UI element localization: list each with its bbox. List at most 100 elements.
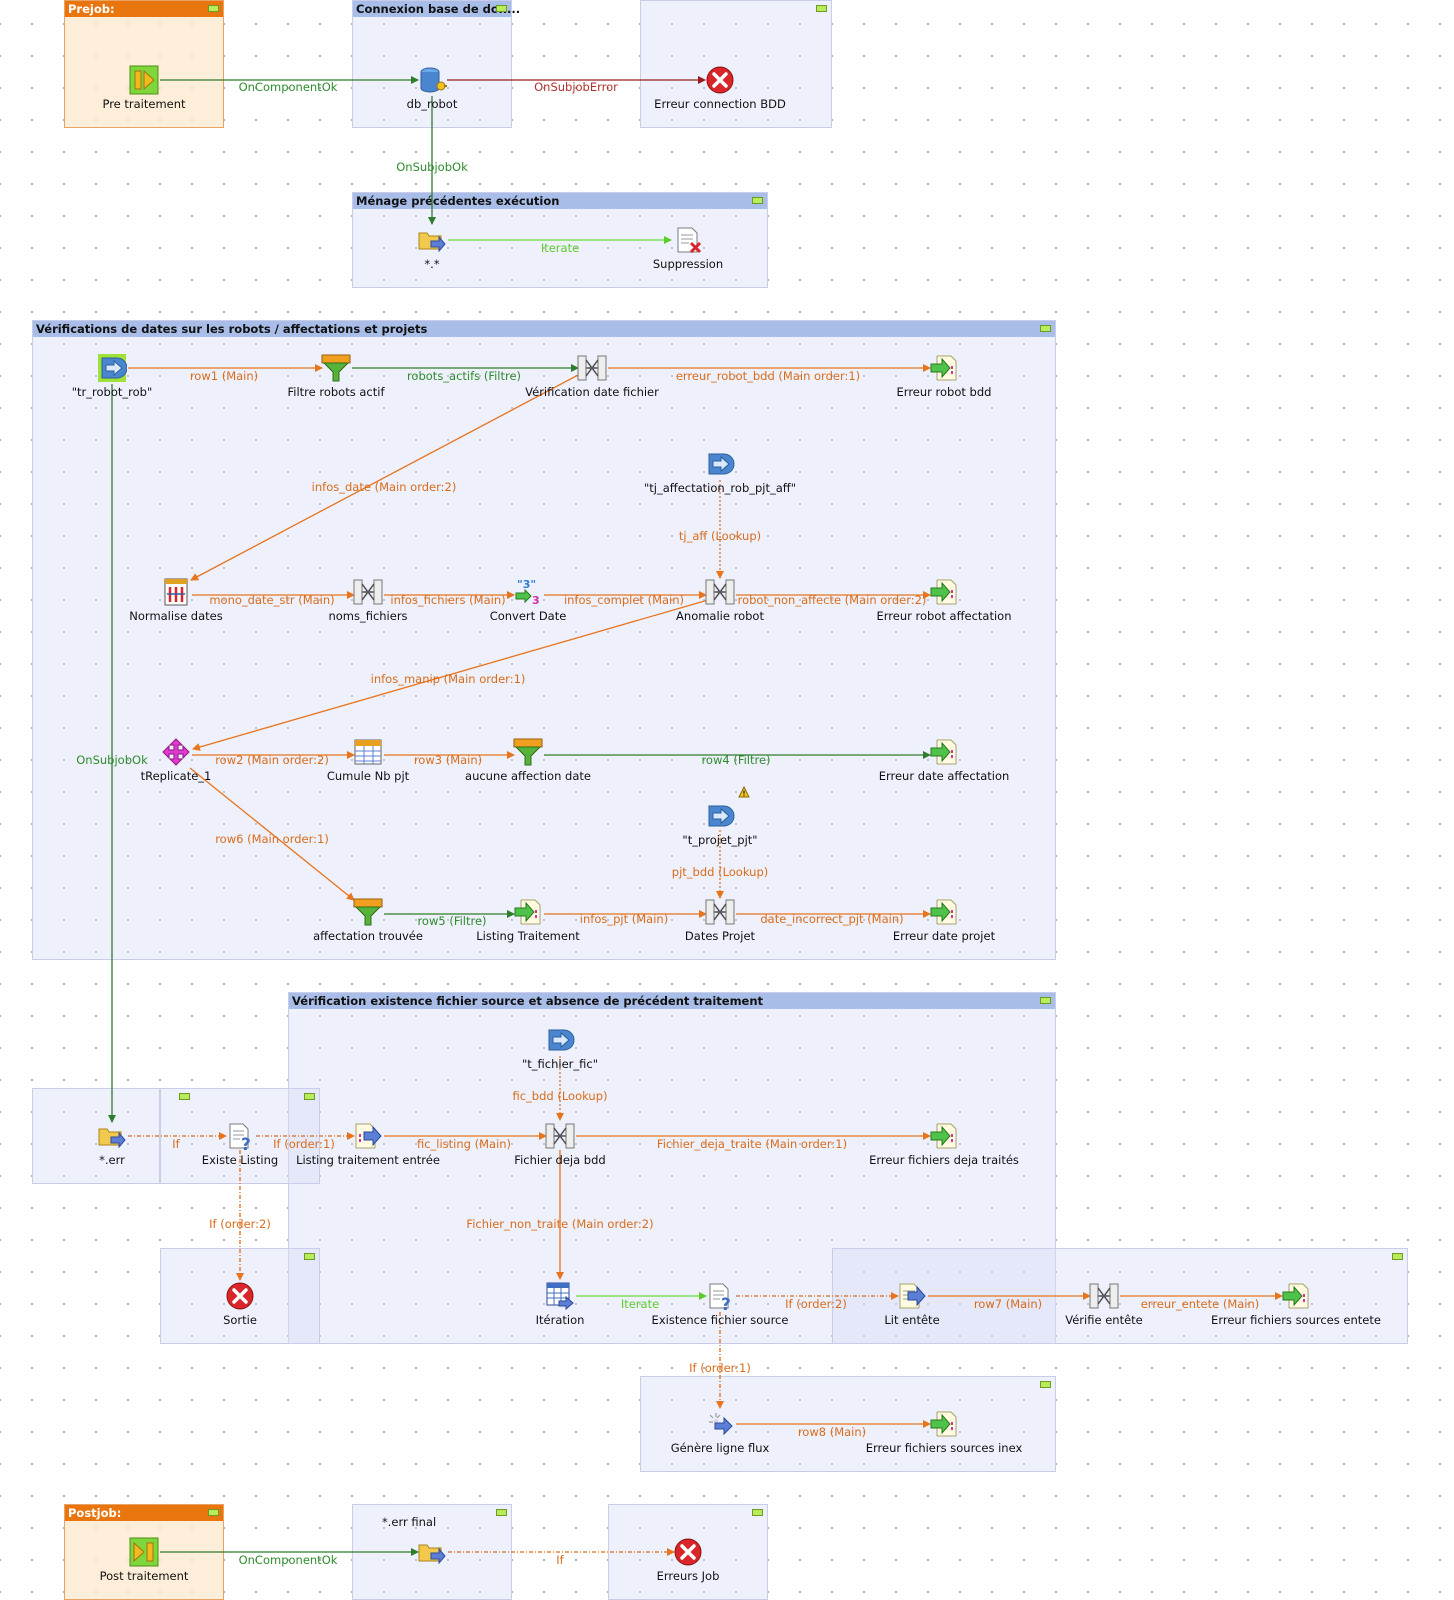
component-label: db_robot	[406, 97, 458, 111]
component-label: Vérifie entête	[1065, 1313, 1143, 1327]
link-label: infos_complet (Main)	[563, 593, 685, 607]
svg-text:3: 3	[532, 594, 540, 607]
svg-text:?: ?	[721, 1295, 731, 1311]
link-label: row6 (Main order:1)	[215, 832, 329, 846]
subjob-verif-existence[interactable]: Vérification existence fichier source et…	[288, 992, 1056, 1344]
minimize-icon[interactable]	[1040, 325, 1051, 332]
subjob-header: Vérification existence fichier source et…	[289, 993, 1055, 1009]
link-label: If (order:2)	[209, 1217, 271, 1231]
link-infos-manip	[192, 599, 709, 751]
prejob-play-icon	[129, 65, 159, 95]
database-connection-icon	[420, 67, 447, 93]
link-label: If	[556, 1553, 564, 1567]
link-row6	[189, 767, 355, 901]
subjob-erreur-connection[interactable]	[640, 0, 832, 128]
component-label: Sortie	[223, 1313, 257, 1327]
minimize-icon[interactable]	[1040, 1381, 1051, 1388]
tmap-icon	[1089, 1283, 1119, 1309]
component-label: Existe Listing	[201, 1153, 279, 1167]
link-label: infos_date (Main order:2)	[311, 480, 457, 494]
link-label: date_incorrect_pjt (Main)	[760, 912, 904, 926]
component-label: Listing traitement entrée	[296, 1153, 440, 1167]
file-input-icon	[355, 1123, 382, 1149]
link-label: erreur_robot_bdd (Main order:1)	[675, 369, 861, 383]
subjob-prejob[interactable]: Prejob:	[64, 0, 224, 128]
minimize-icon[interactable]	[208, 1509, 219, 1516]
file-output-icon	[930, 355, 957, 381]
component-label: Listing Traitement	[476, 929, 580, 943]
minimize-icon[interactable]	[496, 5, 507, 12]
folder-list-icon	[418, 232, 446, 253]
minimize-icon[interactable]	[304, 1093, 315, 1100]
minimize-icon[interactable]	[1392, 1253, 1403, 1260]
tmap-icon	[545, 1123, 575, 1149]
folder-list-icon	[98, 1128, 126, 1149]
link-label: row7 (Main)	[973, 1297, 1043, 1311]
link-label: tj_aff (Lookup)	[678, 529, 762, 543]
link-infos-date	[190, 373, 581, 581]
component-label: Erreur date projet	[892, 929, 996, 943]
minimize-icon[interactable]	[752, 1509, 763, 1516]
component-label: Fichier deja bdd	[514, 1153, 606, 1167]
link-label: Fichier_deja_traite (Main order:1)	[656, 1137, 848, 1151]
tmap-icon	[705, 579, 735, 605]
tmap-icon	[705, 899, 735, 925]
subjob-err[interactable]	[32, 1088, 160, 1184]
component-label: Post traitement	[99, 1569, 189, 1583]
convert-type-icon: "3"3	[515, 578, 540, 607]
component-label: Erreurs Job	[656, 1569, 720, 1583]
link-label: row4 (Filtre)	[701, 753, 771, 767]
subjob-title: Prejob:	[68, 2, 115, 16]
component-label: "tj_affectation_rob_pjt_aff"	[643, 481, 797, 495]
component-label: "tr_robot_rob"	[71, 385, 153, 399]
link-label: fic_listing (Main)	[416, 1137, 512, 1151]
component-label: *.err final	[382, 1515, 437, 1529]
subjob-verif-dates[interactable]: Vérifications de dates sur les robots / …	[32, 320, 1056, 960]
minimize-icon[interactable]	[816, 5, 827, 12]
link-label: row3 (Main)	[413, 753, 483, 767]
minimize-icon[interactable]	[752, 197, 763, 204]
replicate-icon	[162, 738, 190, 766]
component-label: Erreur date affectation	[878, 769, 1010, 783]
file-output-icon	[930, 1123, 957, 1149]
file-output-icon	[930, 579, 957, 605]
link-label: Iterate	[540, 241, 580, 255]
component-label: Erreur fichiers sources entete	[1211, 1313, 1381, 1327]
link-label: row5 (Filtre)	[417, 914, 487, 928]
link-label: OnComponentOk	[238, 80, 338, 94]
subjob-header: Postjob:	[65, 1505, 223, 1521]
file-output-icon	[514, 899, 541, 925]
link-label: row1 (Main)	[189, 369, 259, 383]
component-label: Existence fichier source	[651, 1313, 789, 1327]
link-label: erreur_entete (Main)	[1140, 1297, 1260, 1311]
minimize-icon[interactable]	[304, 1253, 315, 1260]
subjob-title: Vérification existence fichier source et…	[292, 994, 764, 1008]
component-label: tReplicate_1	[140, 769, 212, 783]
component-label: Erreur fichiers sources inex	[865, 1441, 1023, 1455]
link-label: If (order:1)	[273, 1137, 335, 1151]
minimize-icon[interactable]	[1040, 997, 1051, 1004]
minimize-icon[interactable]	[179, 1093, 190, 1100]
component-label: Anomalie robot	[676, 609, 764, 623]
component-label: affectation trouvée	[313, 929, 423, 943]
link-label: fic_bdd (Lookup)	[512, 1089, 608, 1103]
link-label: row2 (Main order:2)	[215, 753, 329, 767]
warning-icon	[738, 786, 750, 798]
link-label: OnSubjobOk	[76, 753, 148, 767]
minimize-icon[interactable]	[496, 1509, 507, 1516]
component-label: Erreur robot affectation	[876, 609, 1012, 623]
file-exist-icon: ?	[229, 1123, 251, 1151]
normalize-icon	[164, 578, 188, 606]
component-label: Itération	[535, 1313, 585, 1327]
component-label: "t_fichier_fic"	[521, 1057, 599, 1071]
link-label: OnComponentOk	[238, 1553, 338, 1567]
subjob-title: Vérifications de dates sur les robots / …	[36, 322, 428, 336]
db-input-icon	[98, 354, 127, 382]
link-label: OnSubjobOk	[396, 160, 468, 174]
minimize-icon[interactable]	[208, 5, 219, 12]
subjob-header: Prejob:	[65, 1, 223, 17]
link-label: If (order:2)	[785, 1297, 847, 1311]
subjob-title: Connexion base de don...	[356, 2, 521, 16]
component-label: Normalise dates	[129, 609, 223, 623]
file-input-icon	[899, 1283, 926, 1309]
